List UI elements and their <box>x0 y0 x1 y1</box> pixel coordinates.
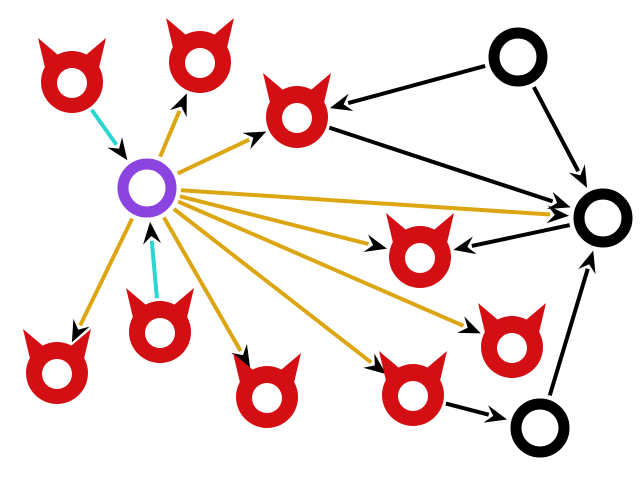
arrowhead-icon <box>453 236 477 255</box>
horned-ring-icon <box>478 303 546 378</box>
node-devil-center <box>386 213 454 288</box>
ring-node-icon <box>488 27 548 87</box>
arrowhead-icon <box>363 353 387 375</box>
horned-ring-icon <box>126 288 194 363</box>
edge-line <box>90 108 119 146</box>
edge-black-right-to-devil-center <box>453 223 571 255</box>
horned-ring-icon <box>379 351 447 426</box>
edge-line <box>328 125 554 204</box>
edge-devil-top-left-to-hub <box>90 108 128 161</box>
ring-node-icon <box>510 398 570 458</box>
edge-line <box>176 137 250 176</box>
edge-hub-to-devil-upper-mid <box>176 131 267 176</box>
edge-devil-upper-mid-to-black-right <box>328 125 571 209</box>
arrowhead-icon <box>242 131 267 150</box>
edge-line <box>172 207 373 365</box>
edge-line <box>180 188 551 217</box>
node-devil-lower-left <box>126 288 194 363</box>
horned-ring-icon <box>166 18 234 93</box>
horned-ring-icon <box>233 353 301 428</box>
edge-line <box>347 63 486 106</box>
node-black-right <box>573 188 633 248</box>
node-black-top <box>488 27 548 87</box>
arrowhead-icon <box>578 250 596 275</box>
nodes-layer <box>23 18 633 458</box>
arrowhead-icon <box>363 234 388 253</box>
node-devil-upper-mid <box>263 73 331 148</box>
horned-ring-icon <box>386 213 454 288</box>
edge-black-top-to-black-right <box>532 86 588 188</box>
arrowhead-icon <box>329 93 354 112</box>
edge-line <box>177 199 465 328</box>
ring-node-icon <box>573 188 633 248</box>
arrowhead-icon <box>107 137 128 161</box>
node-hub <box>117 158 177 218</box>
node-devil-bottom-mid <box>233 353 301 428</box>
horned-ring-icon <box>38 38 106 113</box>
ring-node-icon <box>117 158 177 218</box>
edge-line <box>162 216 243 353</box>
node-black-bottom <box>510 398 570 458</box>
edge-hub-to-devil-center <box>179 194 388 253</box>
node-devil-bottom-right <box>379 351 447 426</box>
edge-hub-to-devil-bottom-mid <box>162 216 251 368</box>
edge-hub-to-devil-right <box>177 199 481 334</box>
edge-line <box>471 223 571 248</box>
node-devil-right <box>478 303 546 378</box>
arrowhead-icon <box>143 221 161 245</box>
edge-line <box>445 401 490 417</box>
edge-line <box>149 240 159 299</box>
arrowhead-icon <box>71 318 90 343</box>
arrowhead-icon <box>568 164 588 188</box>
node-devil-top-left <box>38 38 106 113</box>
edges-layer <box>71 63 596 423</box>
edge-line <box>179 194 370 246</box>
edge-black-top-to-devil-upper-mid <box>329 63 486 112</box>
edge-line <box>532 86 581 173</box>
arrowhead-icon <box>547 191 571 209</box>
arrowhead-icon <box>483 405 508 423</box>
horned-ring-icon <box>23 329 91 404</box>
edge-devil-bottom-right-to-black-bottom <box>445 401 508 423</box>
arrowhead-icon <box>457 316 481 334</box>
edge-line <box>78 217 134 327</box>
node-devil-top <box>166 18 234 93</box>
edge-black-bottom-to-black-right <box>547 250 596 397</box>
edge-hub-to-devil-top <box>158 93 187 158</box>
arrowhead-icon <box>546 205 570 224</box>
horned-ring-icon <box>263 73 331 148</box>
edge-hub-to-devil-bottom-right <box>172 207 387 375</box>
arrowhead-icon <box>231 343 251 368</box>
edge-devil-lower-left-to-hub <box>143 221 161 299</box>
node-devil-bottom-left <box>23 329 91 404</box>
edge-line <box>158 110 182 158</box>
arrowhead-icon <box>169 93 187 118</box>
edge-line <box>547 268 590 397</box>
edge-hub-to-devil-bottom-left <box>71 217 134 343</box>
edge-hub-to-black-right <box>180 188 570 224</box>
